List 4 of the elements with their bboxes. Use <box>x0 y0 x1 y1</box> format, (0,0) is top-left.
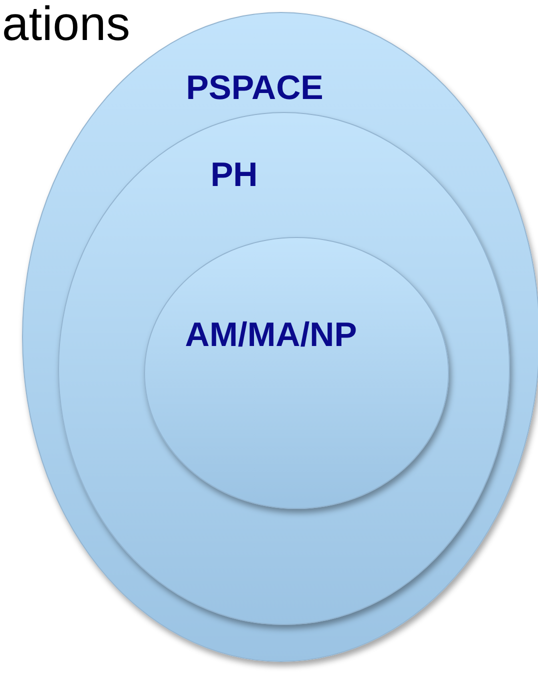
set-label: PH <box>210 158 258 192</box>
set-label: PSPACE <box>186 71 324 105</box>
set-label: AM/MA/NP <box>185 318 357 352</box>
heading-fragment: ations <box>2 0 130 50</box>
